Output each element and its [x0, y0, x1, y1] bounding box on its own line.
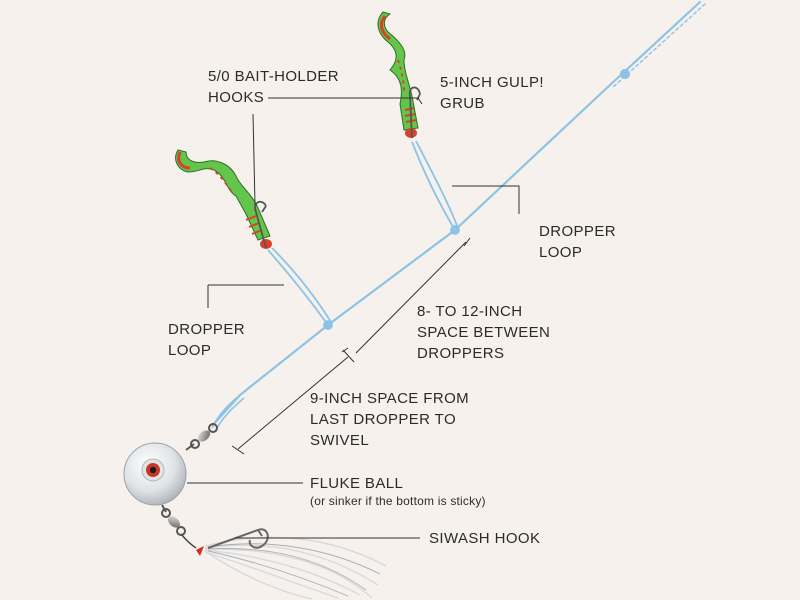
label-dropper-loop-right-line2: LOOP: [539, 244, 583, 261]
label-leaders: [187, 97, 520, 539]
label-gulp-grub-line2: GRUB: [440, 95, 485, 112]
label-dropper-loop-left-line2: LOOP: [168, 342, 212, 359]
leader-line: [180, 533, 197, 549]
label-dropper-loop-right: DROPPER LOOP: [539, 221, 616, 263]
label-bait-holder-hooks-line2: HOOKS: [208, 89, 265, 106]
label-gulp-grub: 5-INCH GULP! GRUB: [440, 72, 544, 114]
upper-dropper-loop: [411, 140, 460, 235]
fluke-ball: [123, 442, 195, 513]
label-space-between-droppers-line1: 8- TO 12-INCH: [417, 303, 523, 320]
swivel-loop: [211, 394, 245, 431]
bait-holder-hook-upper: [408, 86, 421, 139]
label-space-to-swivel-line3: SWIVEL: [310, 432, 370, 449]
label-space-between-droppers-line2: SPACE BETWEEN: [417, 324, 551, 341]
label-dropper-loop-left: DROPPER LOOP: [168, 319, 245, 361]
label-space-to-swivel-line1: 9-INCH SPACE FROM: [310, 390, 470, 407]
lower-dropper-loop: [267, 247, 333, 330]
label-dropper-loop-right-line1: DROPPER: [539, 223, 616, 240]
main-line: [211, 0, 706, 427]
label-bait-holder-hooks-line1: 5/0 BAIT-HOLDER: [208, 68, 340, 85]
label-siwash-hook: SIWASH HOOK: [429, 528, 540, 549]
label-dropper-loop-left-line1: DROPPER: [168, 321, 245, 338]
label-fluke-ball: FLUKE BALL (or sinker if the bottom is s…: [310, 473, 486, 508]
label-fluke-ball-title: FLUKE BALL: [310, 475, 404, 492]
label-space-to-swivel: 9-INCH SPACE FROM LAST DROPPER TO SWIVEL: [310, 388, 469, 451]
label-space-to-swivel-line2: LAST DROPPER TO: [310, 411, 457, 428]
gulp-grub-lure-lower: [175, 149, 272, 249]
label-fluke-ball-note: (or sinker if the bottom is sticky): [310, 494, 486, 508]
label-bait-holder-hooks: 5/0 BAIT-HOLDER HOOKS: [208, 66, 339, 108]
bait-holder-hook-lower: [254, 200, 267, 249]
label-siwash-hook-title: SIWASH HOOK: [429, 530, 541, 547]
label-space-between-droppers-line3: DROPPERS: [417, 345, 505, 362]
barrel-swivel-lower: [161, 508, 186, 536]
barrel-swivel-upper: [190, 423, 218, 449]
bucktail-siwash-hook: [196, 528, 387, 600]
label-space-between-droppers: 8- TO 12-INCH SPACE BETWEEN DROPPERS: [417, 301, 550, 364]
label-gulp-grub-line1: 5-INCH GULP!: [440, 74, 544, 91]
